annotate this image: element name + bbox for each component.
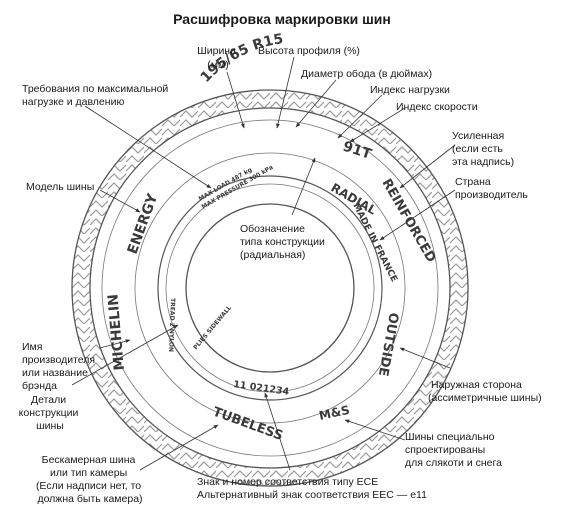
tyre-sidewall-ring <box>134 152 406 424</box>
tyre-bead <box>157 175 383 401</box>
speed-index-label: Индекс скорости <box>396 101 478 113</box>
construction-label: Обозначение типа конструкции (радиальная… <box>240 223 328 261</box>
width-callout <box>226 71 245 129</box>
brand-callout <box>99 339 131 349</box>
details-label: Детали конструкции шины <box>19 394 82 432</box>
tyre-ms-mark: M&S <box>318 403 351 423</box>
country-label: Страна производитель <box>455 176 528 201</box>
width-label: Ширина (мм) <box>197 45 239 71</box>
approval-callout <box>264 392 291 471</box>
tyre-michelin-mark: MICHELIN <box>105 293 128 371</box>
load-index-label: Индекс нагрузки <box>370 84 450 96</box>
reinforced-label: Усиленная (если есть эта надпись) <box>452 130 514 168</box>
rim-callout <box>295 79 337 128</box>
tyre-sidewall-ring <box>101 119 439 457</box>
tyre-bead-inner <box>165 183 375 393</box>
details-callout <box>71 324 179 386</box>
speed-index-callout <box>349 107 406 143</box>
ms-callout <box>344 419 406 441</box>
profile-callout <box>276 56 295 129</box>
reinforced-callout <box>399 144 456 189</box>
model-callout <box>99 189 141 213</box>
tyre-tread-mark: TREAD 2 NYLON <box>167 298 176 352</box>
approval-label: Знак и номер соответствия типу ECE Альте… <box>197 476 427 501</box>
tubeless-label: Бескамерная шина или тип камеры (Если на… <box>36 454 144 505</box>
outside-label: Наружная сторона (ассиметричные шины) <box>428 379 542 404</box>
callout-lines <box>71 56 456 471</box>
tyre-rim-hole <box>185 203 355 373</box>
model-label: Модель шины <box>26 181 94 193</box>
max-load-callout <box>84 105 212 189</box>
tubeless-callout <box>139 424 219 471</box>
rim-diameter-label: Диаметр обода (в дюймах) <box>301 68 432 80</box>
profile-label: Высота профиля (%) <box>258 45 360 57</box>
country-callout <box>379 189 456 241</box>
brand-label: Имя производителя или название брэнда <box>22 341 98 392</box>
tyre-graphic <box>71 89 469 487</box>
page-title: Расшифровка маркировки шин <box>173 11 391 27</box>
ms-label: Шины специально спроектированы для сляко… <box>405 431 502 469</box>
construction-callout <box>291 157 316 216</box>
load-index-callout <box>337 94 383 139</box>
max-load-label: Требования по максимальной нагрузке и да… <box>22 83 171 108</box>
outside-callout <box>399 347 451 369</box>
